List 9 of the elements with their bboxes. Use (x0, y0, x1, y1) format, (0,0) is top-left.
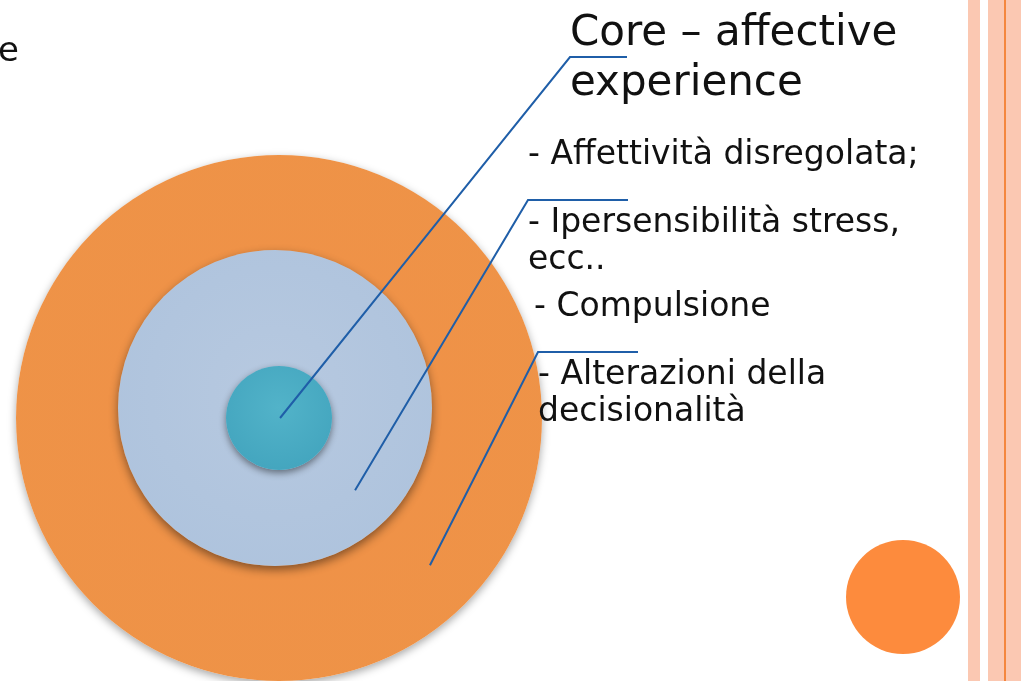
list-item: - Compulsione (534, 287, 771, 324)
leader-line (354, 199, 629, 492)
cut-off-text: e (0, 30, 19, 69)
list-item: - Affettività disregolata; (528, 135, 919, 172)
list-item: - Ipersensibilità stress, ecc.. (528, 203, 901, 277)
inner-circle (226, 366, 332, 470)
leader-line (279, 56, 628, 419)
core-heading: Core – affective experience (570, 6, 899, 107)
leader-line (428, 351, 639, 567)
